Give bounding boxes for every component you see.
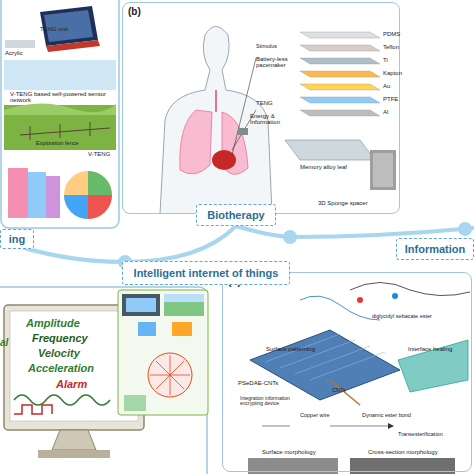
part-label: Kapton: [383, 70, 402, 76]
part-label: V-TENG: [88, 151, 110, 157]
part-label: CNTs: [332, 388, 345, 394]
sensor-illustration: [8, 168, 112, 219]
part-label: V-TENG based self-powered sensor network: [10, 91, 115, 104]
part-label: Teflon: [383, 44, 399, 50]
part-label: Interface healing: [408, 346, 452, 352]
healing-device-illustration: [248, 283, 470, 474]
category-box: Intelligent internet of things: [122, 261, 290, 285]
part-label: TENG unit: [40, 26, 68, 32]
part-label: PDMS: [383, 31, 400, 37]
part-label: Alarm: [56, 379, 87, 391]
part-label: Dynamic ester bond: [362, 413, 411, 419]
layer-stack: [285, 32, 396, 190]
part-label: TENG: [256, 100, 273, 106]
category-box: Biotherapy: [196, 204, 276, 226]
category-label: ing: [9, 233, 26, 245]
part-label: Energy & Information: [250, 113, 296, 126]
panel-c-frame: [0, 287, 207, 474]
part-label: PSeDAE-CNTs: [238, 380, 278, 386]
part-label: Copper wire: [300, 413, 330, 419]
part-label: Transesterification: [398, 432, 443, 438]
panel-a-frame: [1, 0, 119, 228]
part-label: Velocity: [38, 348, 80, 360]
part-label: Ti: [383, 57, 388, 63]
category-box: ing: [0, 229, 34, 249]
category-label: Intelligent internet of things: [134, 267, 279, 279]
part-label: Cross-section morphology: [368, 449, 438, 455]
part-label: Battery-less pacemaker: [256, 56, 298, 69]
category-box: Information: [396, 238, 474, 260]
application-inset: [118, 290, 208, 415]
panel-frame: (d): [222, 272, 472, 472]
part-label: Acrylic: [5, 50, 23, 56]
part-label: diglycidyl sebacate ester: [372, 314, 432, 320]
part-label: Surface morphology: [262, 449, 316, 455]
part-label: Acceleration: [28, 363, 94, 375]
panel-letter: (b): [128, 6, 394, 17]
part-label: Stimulus: [256, 44, 277, 50]
part-label: Al: [383, 109, 388, 115]
part-label: Memory alloy leaf: [300, 164, 347, 170]
part-label: Au: [383, 83, 390, 89]
landscape-scene: [4, 60, 116, 150]
part-label: PTFE: [383, 96, 398, 102]
category-label: Biotherapy: [207, 209, 264, 221]
panel-frame: (b): [122, 2, 400, 214]
part-label: Amplitude: [26, 318, 80, 330]
part-label: Frequency: [32, 333, 88, 345]
part-label: Integration information encrypting devic…: [240, 396, 302, 407]
teng-device: [5, 6, 100, 52]
category-label: Information: [405, 243, 466, 255]
part-label: Surface patterning: [266, 346, 315, 352]
part-label: 3D Sponge spacer: [318, 200, 368, 206]
part-label: Exploration fence: [36, 141, 79, 147]
part-label: al: [0, 338, 8, 349]
